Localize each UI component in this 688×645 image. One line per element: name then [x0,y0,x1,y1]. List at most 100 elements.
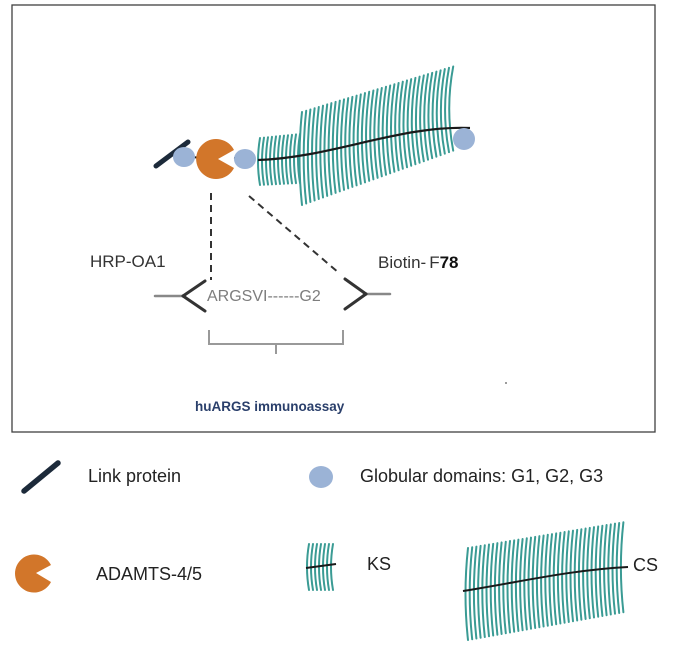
bristle-stroke [410,76,417,166]
bristle-stroke [540,534,545,628]
bristle-stroke [586,526,591,620]
bristle-stroke [348,95,354,188]
bristle-stroke [373,88,379,179]
right-antibody-f: F [429,253,439,272]
bristle-stroke [306,108,312,203]
bristle-stroke [435,69,442,157]
legend-adamts-icon [15,554,52,593]
bristle-stroke [590,526,595,619]
bristle-stroke [289,133,293,185]
bristle-stroke [261,136,265,186]
bristle-stroke [464,547,469,641]
bristle-stroke [603,524,608,617]
bristle-stroke [544,533,549,627]
bristle-stroke [330,543,334,591]
legend-adamts-label: ADAMTS-4/5 [96,564,202,584]
stray-dot [505,382,507,384]
bristle-stroke [365,90,371,182]
bristle-stroke [594,525,600,618]
legend-link-protein-label: Link protein [88,466,181,486]
legend-link-protein-icon [21,460,61,494]
legend-cs-icon [464,521,625,641]
diagram-frame [11,4,656,433]
globular-domain-g3 [453,128,475,150]
bristle-stroke [485,543,490,638]
bristle-stroke [548,533,553,627]
bristle-stroke [444,66,450,154]
bristle-stroke [277,135,281,185]
cs-chain-bristles [257,65,455,206]
legend-globular-icon [309,466,333,488]
bristle-stroke [344,97,350,190]
bristle-stroke [419,74,425,163]
bristle-stroke [356,93,362,185]
bristle-stroke [514,538,520,633]
legend-cs-label: CS [633,555,658,575]
bristle-stroke [523,537,528,631]
bristle-stroke [472,545,478,640]
bristle-stroke [257,137,261,186]
bristle-stroke [427,71,434,160]
bristle-stroke [468,546,474,641]
bristle-stroke [506,540,511,634]
bristle-stroke [326,543,330,591]
bristle-stroke [573,528,579,622]
bristle-stroke [269,135,273,186]
bristle-stroke [423,73,429,161]
bristle-stroke [510,539,516,633]
bristle-stroke [569,529,574,623]
bristle-stroke [477,544,482,639]
right-antibody-prefix: Biotin- [378,253,426,272]
globular-domain-g1 [173,147,195,167]
bristle-stroke [556,531,562,625]
adamts-enzyme-icon [196,139,234,179]
bristle-stroke [552,532,558,626]
legend-cs-backbone [462,566,629,592]
bristle-stroke [607,523,612,616]
bristle-stroke [502,540,507,635]
sequence-label: ARGSVI------G2 [207,288,321,305]
dashed-line-right [248,195,340,274]
bristle-stroke [414,75,421,164]
legend-ks-backbone [305,563,337,569]
bristle-stroke [335,99,341,193]
bristle-stroke [285,134,289,185]
bristle-stroke [265,136,269,186]
link-protein-icon [153,139,191,169]
legend-ks-label: KS [367,554,391,574]
bristle-stroke [352,94,358,187]
bristle-stroke [481,544,486,639]
bristle-stroke [582,527,587,621]
bristle-stroke [389,83,396,173]
bristle-stroke [448,65,455,152]
bristle-stroke [561,531,566,624]
bristle-stroke [394,81,400,172]
bristle-stroke [331,100,337,194]
bristle-stroke [398,80,404,170]
bristle-stroke [293,133,297,185]
bristle-stroke [431,70,438,158]
bristle-stroke [402,79,408,169]
bristle-stroke [340,98,345,191]
antibody-left-icon [153,279,207,313]
bristle-stroke [598,524,604,618]
bristle-stroke [493,542,499,636]
core-protein-backbone [257,126,471,162]
bristle-stroke [281,134,285,185]
right-antibody-label: Biotin-F78 [378,253,459,272]
bristle-stroke [527,536,532,630]
bristle-stroke [298,111,303,206]
bristle-stroke [377,87,383,178]
bristle-stroke [498,541,503,636]
bristle-stroke [531,535,537,630]
bristle-stroke [327,102,333,196]
right-antibody-number: 78 [440,253,459,272]
bristle-stroke [519,537,524,632]
bristle-stroke [302,109,308,205]
bristle-stroke [381,85,387,176]
bristle-stroke [322,543,326,591]
globular-domain-g2 [234,149,256,169]
bristle-stroke [406,78,413,167]
legend-globular-label: Globular domains: G1, G2, G3 [360,466,603,486]
